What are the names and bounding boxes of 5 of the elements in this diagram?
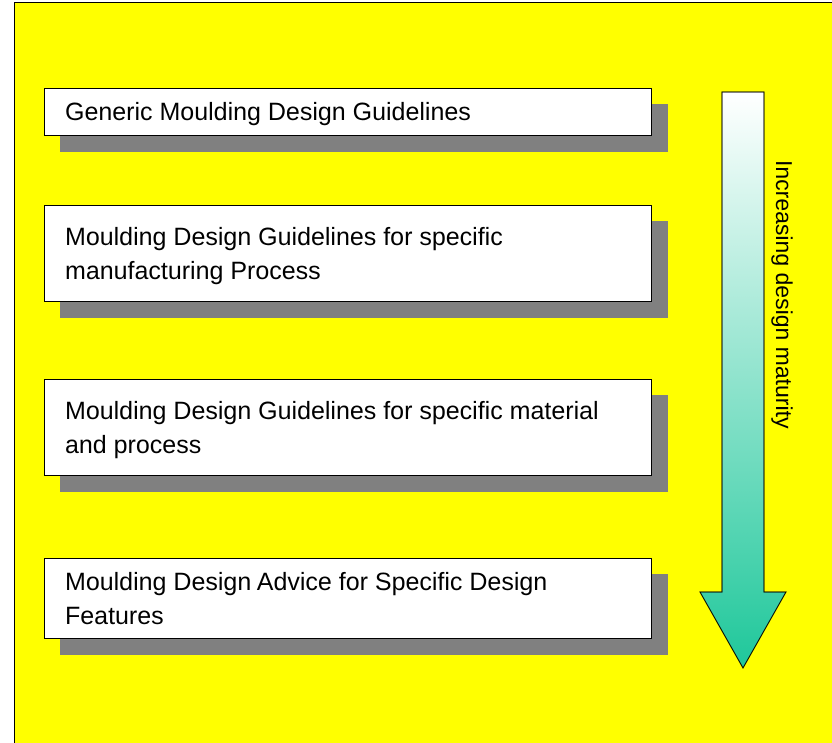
box-text: Generic Moulding Design Guidelines bbox=[65, 97, 471, 128]
box-text: Moulding Design Guidelines for specific material and process bbox=[65, 396, 600, 460]
box-text: Moulding Design Advice for Specific Design Features bbox=[65, 566, 548, 632]
arrow-label: Increasing design maturity bbox=[770, 160, 797, 428]
box-text: Moulding Design Guidelines for specific manufacturing Process bbox=[65, 222, 504, 286]
